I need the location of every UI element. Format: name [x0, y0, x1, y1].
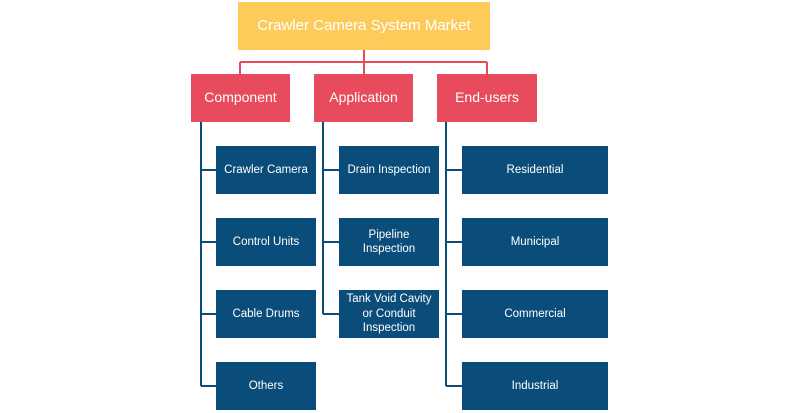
component-item-others: Others: [216, 362, 316, 410]
end-users-item-residential: Residential: [462, 146, 608, 194]
application-item-label: Pipeline Inspection: [362, 228, 416, 255]
component-item-crawler-camera: Crawler Camera: [216, 146, 316, 194]
category-component-label: Component: [204, 89, 277, 106]
component-item-cable-drums: Cable Drums: [216, 290, 316, 338]
application-item-label: Tank Void Cavity or Conduit Inspection: [346, 293, 432, 335]
application-item-drain-inspection: Drain Inspection: [339, 146, 439, 194]
component-item-control-units: Control Units: [216, 218, 316, 266]
component-item-label: Cable Drums: [232, 307, 300, 320]
end-users-item-industrial: Industrial: [462, 362, 608, 410]
category-component: Component: [191, 74, 290, 122]
root-node-label: Crawler Camera System Market: [257, 16, 471, 34]
end-users-item-label: Industrial: [511, 379, 559, 392]
end-users-item-municipal: Municipal: [462, 218, 608, 266]
end-users-item-commercial: Commercial: [462, 290, 608, 338]
end-users-item-label: Municipal: [510, 235, 560, 248]
application-item-label: Drain Inspection: [347, 163, 431, 176]
category-end-users-label: End-users: [455, 89, 519, 106]
application-item-pipeline-inspection: Pipeline Inspection: [339, 218, 439, 266]
category-end-users: End-users: [437, 74, 537, 122]
component-item-label: Control Units: [232, 235, 300, 248]
application-item-tank-void-cavity: Tank Void Cavity or Conduit Inspection: [339, 290, 439, 338]
component-item-label: Crawler Camera: [224, 163, 308, 176]
component-item-label: Others: [248, 379, 284, 392]
root-node: Crawler Camera System Market: [238, 2, 490, 50]
end-users-item-label: Residential: [506, 163, 564, 176]
category-application: Application: [314, 74, 413, 122]
category-application-label: Application: [329, 89, 398, 106]
end-users-item-label: Commercial: [504, 307, 566, 320]
